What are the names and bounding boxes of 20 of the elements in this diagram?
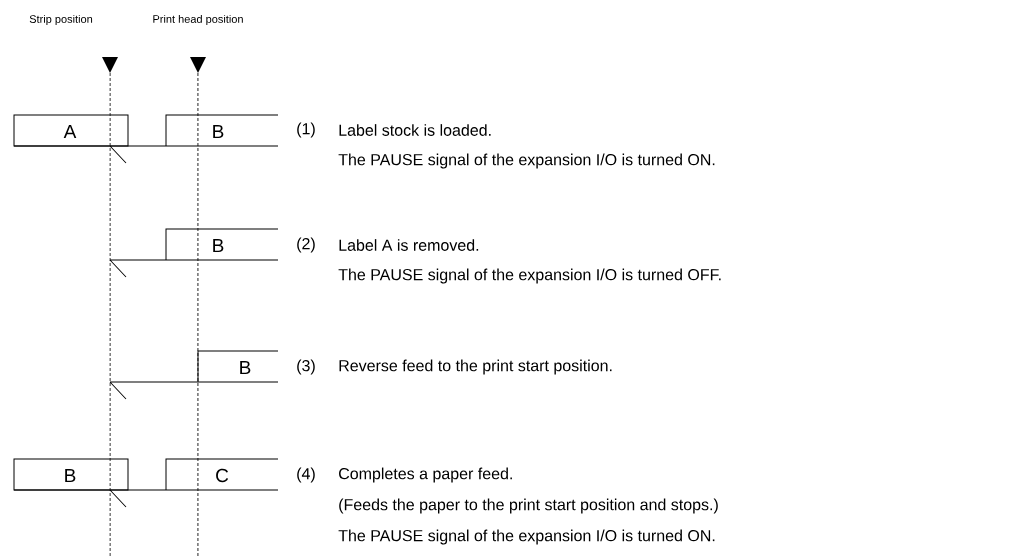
label-strip: B [197,350,279,383]
label-strip: B [13,458,129,491]
label-strip: A [13,114,129,147]
step-text: Strip position [29,14,93,26]
label-strip: B [165,228,279,261]
step-text: Label A is removed. [339,239,479,251]
step-text: (3) [297,359,315,375]
step-text: The PAUSE signal of the expansion I/O is turned ON. [338,153,715,169]
step-text: Label stock is loaded. [339,124,491,136]
step-text: Print head position [153,14,243,26]
step-text: (Feeds the paper to the print start position and stops.) [339,498,718,514]
step-text: (1) [297,122,315,138]
step-text: (2) [297,237,315,253]
step-text: (4) [297,467,315,483]
label-strip: C [165,458,279,491]
step-text: The PAUSE signal of the expansion I/O is turned ON. [338,529,715,545]
step-text: The PAUSE signal of the expansion I/O is turned OFF. [338,268,721,284]
step-text: Completes a paper feed. [339,467,512,483]
label-strip: B [165,114,279,147]
step-text: Reverse feed to the print start position. [339,359,612,375]
